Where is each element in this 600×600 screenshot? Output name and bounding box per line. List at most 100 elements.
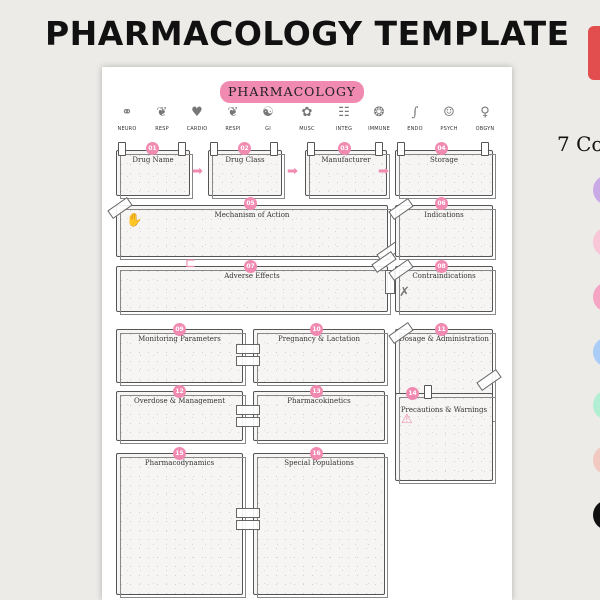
tape-strip (236, 344, 260, 354)
system-obgyn: ♀ OBGYN (470, 105, 500, 132)
binder-clip-icon (178, 142, 186, 156)
section-title: Storage (430, 156, 458, 164)
section-title: Indications (424, 211, 464, 219)
system-label: RESPI (225, 126, 241, 132)
template-sheet: PHARMACOLOGY ⚭ NEURO ❦ RESP ♥ CARDIO ❦ R… (102, 67, 512, 600)
system-immune: ❂ IMMUNE (364, 105, 394, 132)
lungs-icon: ❦ (227, 105, 239, 120)
system-label: INTEG (335, 126, 353, 132)
section-special-populations[interactable]: Special Populations (253, 453, 388, 598)
system-label: NEURO (117, 126, 137, 132)
section-title: Overdose & Management (133, 397, 226, 405)
section-title: Manufacturer (321, 156, 371, 164)
color-swatch-red (588, 26, 600, 80)
section-manufacturer[interactable]: Manufacturer (305, 150, 390, 199)
uterus-icon: ♀ (480, 105, 490, 120)
sheet-title: PHARMACOLOGY (228, 84, 356, 99)
section-adverse-effects[interactable]: Adverse Effects (116, 266, 391, 315)
section-title: Monitoring Parameters (138, 335, 221, 343)
system-resp: ❦ RESP (147, 105, 177, 132)
sheet-title-banner: PHARMACOLOGY (220, 81, 364, 103)
section-title: Dosage & Administration (399, 335, 489, 343)
skin-icon: ☷ (338, 105, 350, 120)
color-option-dot[interactable] (593, 175, 600, 205)
color-option-dot[interactable] (593, 500, 600, 530)
section-title: Drug Class (225, 156, 265, 164)
section-title: Pharmacodynamics (144, 459, 215, 467)
section-indications[interactable]: Indications (395, 205, 496, 260)
section-drug-class[interactable]: Drug Class (208, 150, 285, 199)
section-number-badge: 05 (244, 197, 257, 210)
section-title: Special Populations (284, 459, 354, 467)
section-precautions-warnings[interactable]: Precautions & Warnings (395, 393, 496, 484)
color-option-dot[interactable] (593, 337, 600, 367)
section-title: Adverse Effects (224, 272, 280, 280)
arrow-icon: ➡ (287, 164, 298, 179)
lungs-icon: ❦ (156, 105, 168, 120)
section-title: Contraindications (412, 272, 476, 280)
section-number-badge: 08 (435, 260, 448, 273)
section-drug-name[interactable]: Drug Name (116, 150, 193, 199)
section-storage[interactable]: Storage (395, 150, 496, 199)
thermometer-icon: ∫ (411, 105, 419, 120)
tape-strip (236, 508, 260, 518)
section-monitoring-parameters[interactable]: Monitoring Parameters (116, 329, 246, 386)
color-option-dot[interactable] (593, 390, 600, 420)
system-psych: ☺ PSYCH (434, 105, 464, 132)
binder-clip-icon (210, 142, 218, 156)
tape-strip (236, 356, 260, 366)
system-respi: ❦ RESPI (218, 105, 248, 132)
system-label: RESP (155, 126, 169, 132)
warning-icon: ⚠ (401, 412, 413, 427)
section-contraindications[interactable]: Contraindications (395, 266, 496, 315)
system-gi: ☯ GI (253, 105, 283, 132)
page-title: PHARMACOLOGY TEMPLATE (45, 14, 570, 53)
section-pharmacodynamics[interactable]: Pharmacodynamics (116, 453, 246, 598)
section-number-badge: 07 (244, 260, 257, 273)
section-mechanism-of-action[interactable]: Mechanism of Action (116, 205, 391, 260)
system-label: GI (265, 126, 271, 132)
system-cardio: ♥ CARDIO (182, 105, 212, 132)
color-option-dot[interactable] (593, 227, 600, 257)
section-number-badge: 12 (173, 385, 186, 398)
color-option-dot[interactable] (593, 282, 600, 312)
arrow-icon: ➡ (192, 164, 203, 179)
x-mark-icon: ✗ (399, 285, 410, 300)
heart-icon: ♥ (191, 105, 203, 120)
color-option-dot[interactable] (593, 445, 600, 475)
system-label: PSYCH (440, 126, 458, 132)
section-title: Pharmacokinetics (287, 397, 351, 405)
muscle-icon: ✿ (301, 105, 313, 120)
system-endo: ∫ ENDO (400, 105, 430, 132)
system-integ: ☷ INTEG (329, 105, 359, 132)
section-overdose-management[interactable]: Overdose & Management (116, 391, 246, 444)
section-pregnancy-lactation[interactable]: Pregnancy & Lactation (253, 329, 388, 386)
section-number-badge: 09 (173, 323, 186, 336)
binder-clip-icon (424, 385, 432, 399)
section-number-badge: 13 (310, 385, 323, 398)
section-number-badge: 02 (238, 142, 251, 155)
head-icon: ☺ (443, 105, 455, 120)
section-number-badge: 14 (406, 387, 419, 400)
tape-strip (236, 405, 260, 415)
binder-clip-icon (307, 142, 315, 156)
binder-clip-icon (397, 142, 405, 156)
system-label: OBGYN (475, 126, 495, 132)
section-number-badge: 01 (146, 142, 159, 155)
section-title: Pregnancy & Lactation (278, 335, 360, 343)
system-label: CARDIO (186, 126, 208, 132)
colors-label: 7 Co (557, 132, 600, 156)
arrow-icon: ➡ (378, 164, 389, 179)
section-number-badge: 16 (310, 447, 323, 460)
section-pharmacokinetics[interactable]: Pharmacokinetics (253, 391, 388, 444)
section-number-badge: 04 (435, 142, 448, 155)
tape-strip (236, 417, 260, 427)
binder-clip-icon (481, 142, 489, 156)
stomach-icon: ☯ (262, 105, 274, 120)
body-systems-row: ⚭ NEURO ❦ RESP ♥ CARDIO ❦ RESPI ☯ GI ✿ M… (112, 105, 502, 137)
binder-clip-icon (270, 142, 278, 156)
section-title: Precautions & Warnings (400, 406, 488, 414)
section-number-badge: 03 (338, 142, 351, 155)
bracket-icon: ⊏ (185, 256, 196, 271)
binder-clip-icon (118, 142, 126, 156)
